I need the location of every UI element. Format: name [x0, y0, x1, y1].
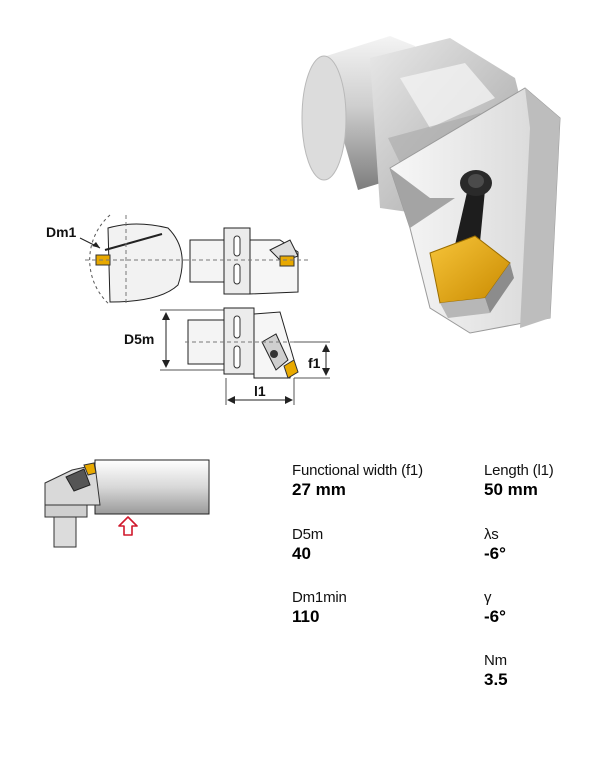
spec-lambda-s: λs -6°: [484, 526, 594, 564]
top-view-drawing: [185, 227, 310, 295]
spec-label: λs: [484, 526, 499, 543]
spec-value: 50 mm: [484, 480, 538, 499]
spec-label: Nm: [484, 652, 507, 669]
spec-label: D5m: [292, 526, 324, 543]
spec-label: Functional width (f1): [292, 462, 423, 479]
l1-label: l1: [254, 383, 266, 399]
spec-label: Dm1min: [292, 589, 347, 606]
technical-drawing: Dm1 D5m: [46, 214, 330, 405]
spec-length: Length (l1) 50 mm: [484, 462, 594, 500]
side-view-drawing: [79, 214, 190, 306]
front-view-drawing: [160, 307, 330, 405]
f1-label: f1: [308, 355, 321, 371]
spec-value: 27 mm: [292, 480, 346, 499]
spec-d5m: D5m 40: [292, 526, 452, 564]
d5m-label: D5m: [124, 331, 154, 347]
spec-functional-width: Functional width (f1) 27 mm: [292, 462, 452, 500]
product-photo: [301, 36, 561, 334]
spec-dm1min: Dm1min 110: [292, 589, 452, 627]
spec-gamma: γ -6°: [484, 589, 594, 627]
spec-value: 3.5: [484, 670, 508, 689]
spec-value: 40: [292, 544, 311, 563]
spec-value: -6°: [484, 544, 506, 563]
spec-label: γ: [484, 589, 492, 606]
spec-value: 110: [292, 607, 320, 626]
spec-label: Length (l1): [484, 462, 554, 479]
application-diagram: [44, 459, 210, 548]
dm1-label: Dm1: [46, 224, 77, 240]
up-arrow-outline-icon: [118, 516, 138, 536]
spec-value: -6°: [484, 607, 506, 626]
tool-icon: [44, 462, 101, 548]
workpiece: [94, 459, 210, 515]
spec-torque: Nm 3.5: [484, 652, 594, 690]
